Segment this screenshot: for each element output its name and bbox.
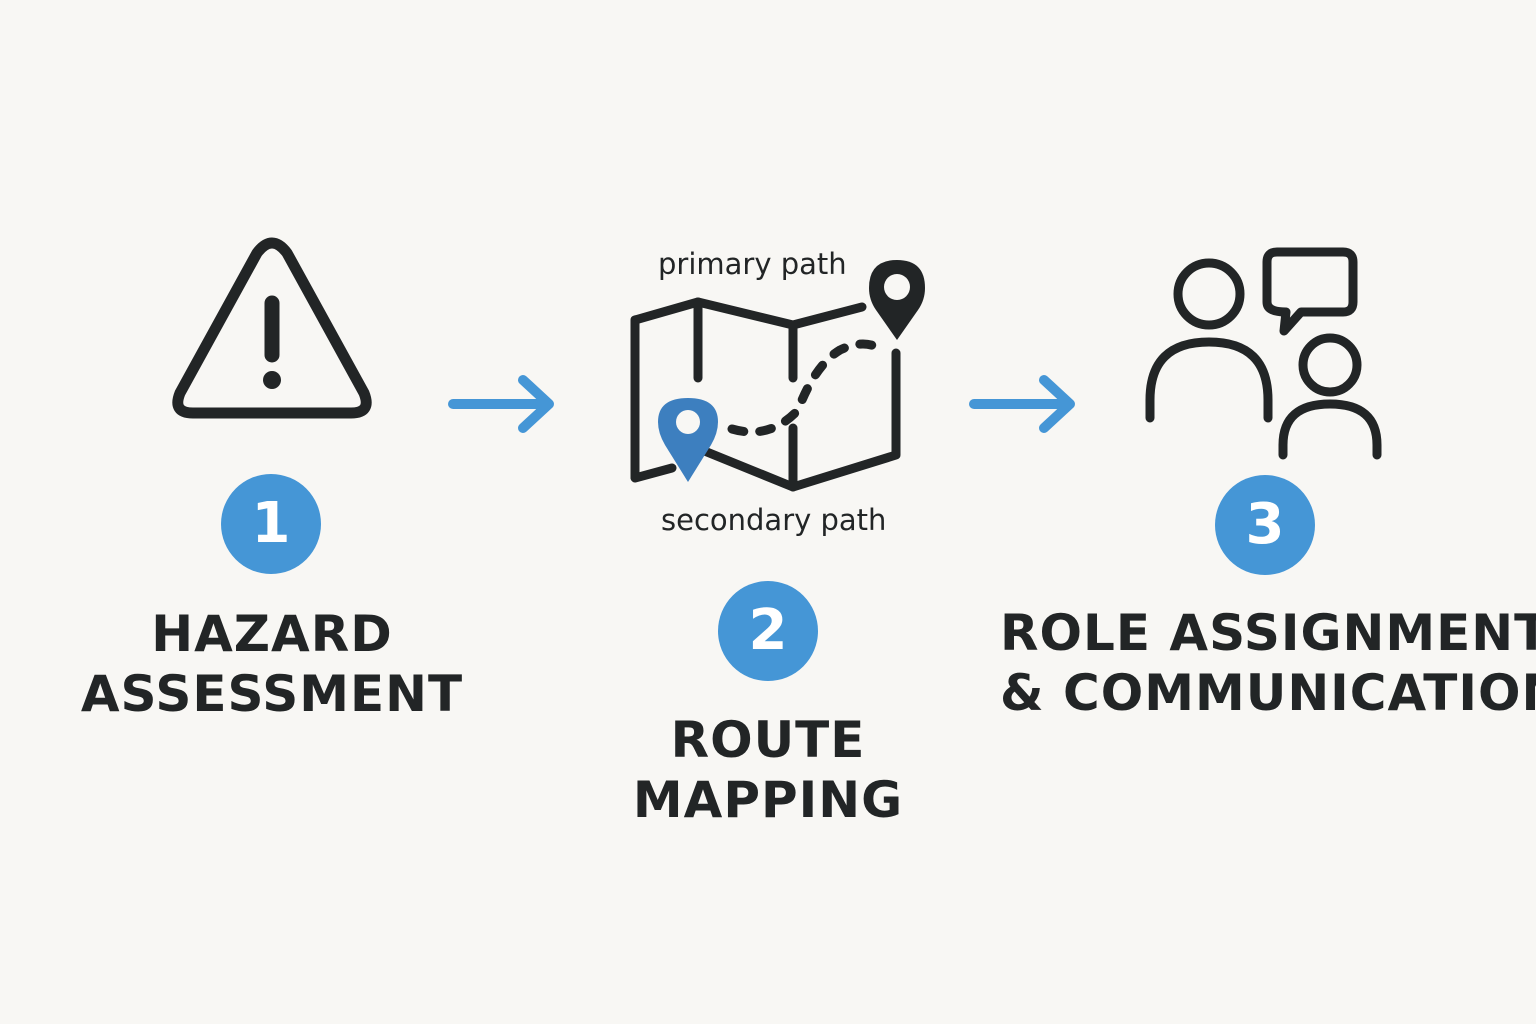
- step-title: ROUTE MAPPING: [568, 710, 968, 830]
- step-number-badge: 1: [221, 474, 321, 574]
- arrow-right-icon: [969, 375, 1075, 433]
- black-location-pin-icon: [869, 260, 925, 340]
- arrow-right-icon: [448, 375, 554, 433]
- step-title-line: MAPPING: [632, 771, 904, 829]
- step-title-line: HAZARD: [151, 605, 393, 663]
- step-number-badge: 2: [718, 581, 818, 681]
- people-speech-bubble-icon: [1145, 247, 1382, 460]
- step-title-line: ROUTE: [670, 711, 866, 769]
- blue-location-pin-icon: [658, 398, 718, 482]
- step-title: ROLE ASSIGNMENT & COMMUNICATION: [1000, 603, 1536, 723]
- step-title: HAZARD ASSESSMENT: [70, 604, 474, 724]
- folded-map-route-icon: [630, 260, 925, 492]
- step-title-line: ROLE ASSIGNMENT: [1000, 604, 1536, 662]
- warning-triangle-icon: [172, 237, 372, 419]
- primary-path-label: primary path: [658, 247, 847, 281]
- step-title-line: & COMMUNICATION: [1000, 664, 1536, 722]
- step-title-line: ASSESSMENT: [80, 665, 464, 723]
- secondary-path-label: secondary path: [661, 503, 887, 537]
- step-number-badge: 3: [1215, 475, 1315, 575]
